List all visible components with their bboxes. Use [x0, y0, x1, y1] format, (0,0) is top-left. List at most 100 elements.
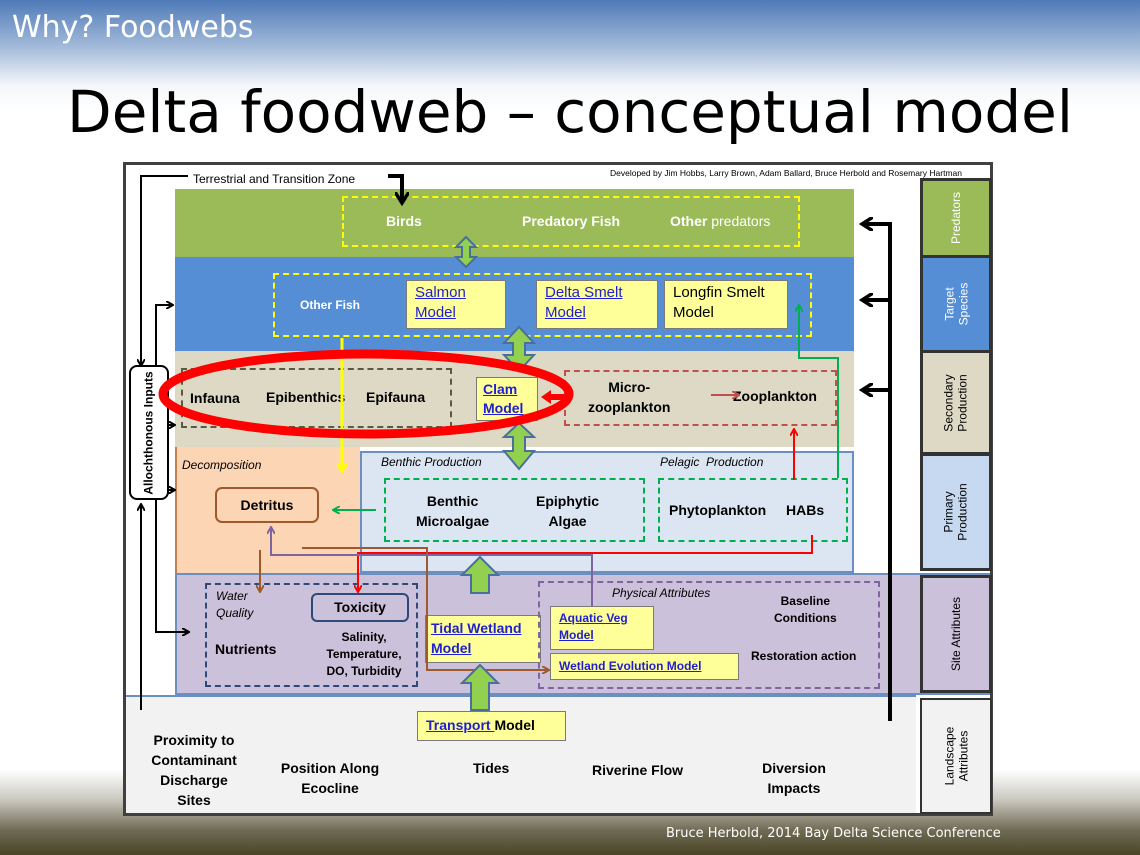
- epiphytic-algae-label: Epiphytic Algae: [536, 491, 599, 531]
- site-to-primary-arrow: [459, 555, 501, 594]
- benthic-invertebrates-group: [181, 368, 452, 428]
- infauna-label: Infauna: [190, 390, 240, 406]
- tides-label: Tides: [473, 760, 510, 776]
- highlight-ellipse: [158, 349, 574, 439]
- credit-text: Developed by Jim Hobbs, Larry Brown, Ada…: [610, 168, 962, 178]
- benthic-algae-group: [384, 478, 645, 542]
- proximity-label: Proximity to Contaminant Discharge Sites: [140, 730, 248, 810]
- clam-primary-double-arrow: [501, 421, 537, 471]
- band-landscape: [126, 695, 916, 813]
- green-phyto-to-longfin: [799, 306, 839, 478]
- delta-smelt-model-line1[interactable]: Delta Smelt: [545, 284, 623, 301]
- predatory-fish-label: Predatory Fish: [522, 213, 621, 229]
- wetland-evolution-text[interactable]: Wetland Evolution Model: [559, 659, 702, 673]
- red-habs-to-toxicity: [358, 535, 813, 591]
- other-rest: predators: [707, 213, 771, 229]
- terrestrial-zone-label: Terrestrial and Transition Zone: [193, 172, 356, 186]
- aquatic-veg-line2[interactable]: Model: [559, 628, 594, 642]
- physical-attributes-group: [538, 581, 880, 689]
- water-quality-line2: Quality: [216, 606, 254, 620]
- section-title: Why? Foodwebs: [12, 10, 254, 45]
- other-bold: Other: [670, 213, 708, 229]
- clam-zooplankton-red-arrow: [541, 390, 564, 404]
- brown-to-wetland-evolution: [302, 547, 548, 670]
- footer-credit: Bruce Herbold, 2014 Bay Delta Science Co…: [666, 826, 1001, 841]
- longfin-smelt-line1: Longfin Smelt: [673, 284, 765, 301]
- alloc-to-target: [155, 305, 172, 365]
- longfin-smelt-model: Longfin Smelt Model: [664, 280, 788, 329]
- habs-label: HABs: [786, 502, 825, 518]
- baseline-conditions-label: Baseline Conditions: [774, 593, 837, 627]
- terrestrial-left-line: [141, 175, 188, 365]
- side-label-site-attributes: Site Attributes: [920, 575, 992, 693]
- physical-attributes-label: Physical Attributes: [612, 586, 711, 600]
- tidal-wetland-line1[interactable]: Tidal Wetland: [431, 620, 522, 636]
- proximity-line3: Discharge: [160, 772, 228, 788]
- position-ecocline-label: Position Along Ecocline: [276, 758, 384, 798]
- transport-model-text: Model: [494, 717, 535, 733]
- water-quality-params: Salinity, Temperature, DO, Turbidity: [310, 629, 418, 680]
- water-quality-group: [205, 583, 418, 687]
- aquatic-veg-model-link[interactable]: Aquatic Veg Model: [550, 606, 654, 650]
- clam-model-link[interactable]: Clam Model: [476, 377, 538, 421]
- diversion-line1: Diversion: [762, 760, 826, 776]
- benthic-microalgae-line1: Benthic: [426, 493, 479, 509]
- foodweb-diagram: Developed by Jim Hobbs, Larry Brown, Ada…: [123, 162, 993, 816]
- baseline-line1: Baseline: [780, 594, 830, 608]
- slide-title: Delta foodweb – conceptual model: [67, 78, 1073, 146]
- pelagic-algae-group: [658, 478, 848, 542]
- position-line1: Position Along: [280, 760, 380, 776]
- position-line2: Ecocline: [301, 780, 359, 796]
- pelagic-production-label: Pelagic Production: [660, 455, 764, 469]
- microzooplankton-line1: Micro-: [608, 379, 651, 395]
- epiphytic-algae-line2: Algae: [548, 513, 587, 529]
- clam-model-line1[interactable]: Clam: [483, 381, 518, 397]
- target-species-group: [273, 273, 812, 337]
- aquatic-veg-line1[interactable]: Aquatic Veg: [559, 611, 628, 625]
- zooplankton-label: Zooplankton: [733, 388, 817, 404]
- phytoplankton-label: Phytoplankton: [669, 502, 767, 518]
- salmon-model-line2[interactable]: Model: [415, 304, 456, 321]
- detritus-box: Detritus: [215, 487, 319, 523]
- microzooplankton-label: Micro- zooplankton: [588, 377, 670, 417]
- epifauna-label: Epifauna: [366, 389, 426, 405]
- other-predators-label: Other predators: [670, 213, 770, 229]
- restoration-action-label: Restoration action: [751, 649, 857, 663]
- wq-param-line1: Salinity,: [341, 630, 387, 644]
- tidal-wetland-line2[interactable]: Model: [431, 640, 472, 656]
- delta-smelt-model-line2[interactable]: Model: [545, 304, 586, 321]
- right-feedback-line: [863, 224, 892, 721]
- alloc-to-site: [155, 500, 188, 632]
- tidal-wetland-model-link[interactable]: Tidal Wetland Model: [425, 615, 541, 663]
- salmon-model-link[interactable]: Salmon Model: [406, 280, 506, 329]
- connector-layer: [126, 174, 892, 721]
- baseline-line2: Conditions: [774, 611, 837, 625]
- diversion-impacts-label: Diversion Impacts: [754, 758, 834, 798]
- diversion-line2: Impacts: [767, 780, 821, 796]
- clam-model-line2[interactable]: Model: [483, 400, 524, 416]
- terrestrial-down-arrow: [388, 174, 402, 202]
- transport-link[interactable]: Transport: [426, 717, 495, 733]
- riverine-flow-label: Riverine Flow: [592, 762, 684, 778]
- band-decomposition: [175, 447, 360, 573]
- toxicity-box: Toxicity: [311, 593, 409, 622]
- proximity-line2: Contaminant: [151, 752, 237, 768]
- longfin-smelt-line2: Model: [673, 304, 714, 321]
- water-quality-line1: Water: [216, 589, 248, 603]
- predators-group: [342, 196, 800, 247]
- purple-aquatic-veg-to-detritus: [271, 528, 593, 606]
- transport-to-tidal-arrow: [459, 663, 501, 711]
- salmon-model-line1[interactable]: Salmon: [415, 284, 466, 301]
- proximity-line4: Sites: [177, 792, 211, 808]
- predators-target-double-arrow: [453, 235, 479, 269]
- transport-model-box: Transport Model: [417, 711, 566, 741]
- wq-param-line2: Temperature,: [326, 647, 402, 661]
- delta-smelt-model-link[interactable]: Delta Smelt Model: [536, 280, 658, 329]
- wq-param-line3: DO, Turbidity: [326, 664, 402, 678]
- wetland-evolution-model-link[interactable]: Wetland Evolution Model: [550, 653, 739, 680]
- benthic-production-label: Benthic Production: [381, 455, 482, 469]
- water-quality-label: Water Quality: [216, 588, 253, 622]
